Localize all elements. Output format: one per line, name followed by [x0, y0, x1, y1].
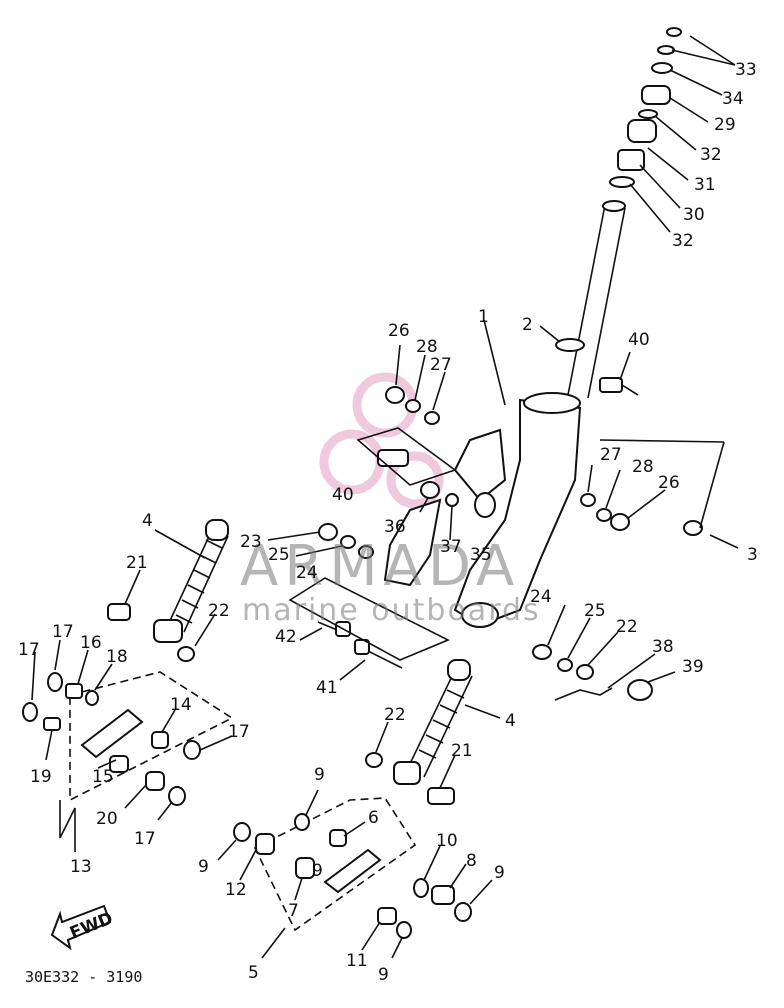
callout-28: 28 [632, 457, 654, 477]
callout-9: 9 [312, 861, 323, 881]
callout-26: 26 [658, 473, 680, 493]
callout-25: 25 [584, 601, 606, 621]
callout-1: 1 [478, 307, 489, 327]
callout-39: 39 [682, 657, 704, 677]
callout-22: 22 [208, 601, 230, 621]
callout-9: 9 [198, 857, 209, 877]
callout-32: 32 [700, 145, 722, 165]
callout-21: 21 [126, 553, 148, 573]
callout-36: 36 [384, 517, 406, 537]
callout-14: 14 [170, 695, 192, 715]
callout-12: 12 [225, 880, 247, 900]
callout-35: 35 [470, 545, 492, 565]
callout-4: 4 [505, 711, 516, 731]
callout-25: 25 [268, 545, 290, 565]
callout-21: 21 [451, 741, 473, 761]
steering-shaft [555, 200, 626, 399]
callout-16: 16 [80, 633, 102, 653]
callout-37: 37 [440, 537, 462, 557]
shock-absorber-left [153, 519, 229, 643]
fasteners [107, 377, 703, 805]
callout-9: 9 [378, 965, 389, 985]
link-assembly-13 [22, 671, 234, 806]
callout-23: 23 [240, 532, 262, 552]
callout-26: 26 [388, 321, 410, 341]
callout-31: 31 [694, 175, 716, 195]
callout-30: 30 [683, 205, 705, 225]
watermark-brand: ARMADA [240, 534, 520, 599]
callout-38: 38 [652, 637, 674, 657]
callout-19: 19 [30, 767, 52, 787]
callout-34: 34 [722, 89, 744, 109]
fwd-label: FWD [67, 909, 116, 944]
link-assembly-5 [233, 797, 472, 939]
drawing-code: 30E332 - 3190 [25, 968, 142, 986]
callout-5: 5 [248, 963, 259, 983]
callout-22: 22 [616, 617, 638, 637]
callout-18: 18 [106, 647, 128, 667]
callout-22: 22 [384, 705, 406, 725]
callout-40: 40 [628, 330, 650, 350]
watermark-tagline: marine outboards [242, 593, 541, 628]
callout-42: 42 [275, 627, 297, 647]
callout-29: 29 [714, 115, 736, 135]
callout-27: 27 [600, 445, 622, 465]
callout-33: 33 [735, 60, 757, 80]
leader-lines [31, 35, 739, 959]
callout-3: 3 [747, 545, 758, 565]
fwd-arrow-icon [50, 904, 112, 951]
callout-9: 9 [494, 863, 505, 883]
callout-32: 32 [672, 231, 694, 251]
shock-absorber-right [393, 659, 473, 785]
callout-17: 17 [18, 640, 40, 660]
callout-24: 24 [530, 587, 552, 607]
callout-11: 11 [346, 951, 368, 971]
callout-10: 10 [436, 831, 458, 851]
callout-41: 41 [316, 678, 338, 698]
callout-6: 6 [368, 808, 379, 828]
swivel-bracket [383, 392, 582, 628]
callout-13: 13 [70, 857, 92, 877]
callout-20: 20 [96, 809, 118, 829]
callout-17: 17 [134, 829, 156, 849]
callout-15: 15 [92, 767, 114, 787]
callout-40: 40 [332, 485, 354, 505]
callout-24: 24 [296, 563, 318, 583]
callout-27: 27 [430, 355, 452, 375]
callout-4: 4 [142, 511, 153, 531]
callout-8: 8 [466, 851, 477, 871]
callout-7: 7 [288, 901, 299, 921]
top-fasteners [609, 27, 682, 188]
callout-17: 17 [52, 622, 74, 642]
callout-2: 2 [522, 315, 533, 335]
callout-17: 17 [228, 722, 250, 742]
callout-9: 9 [314, 765, 325, 785]
callout-28: 28 [416, 337, 438, 357]
